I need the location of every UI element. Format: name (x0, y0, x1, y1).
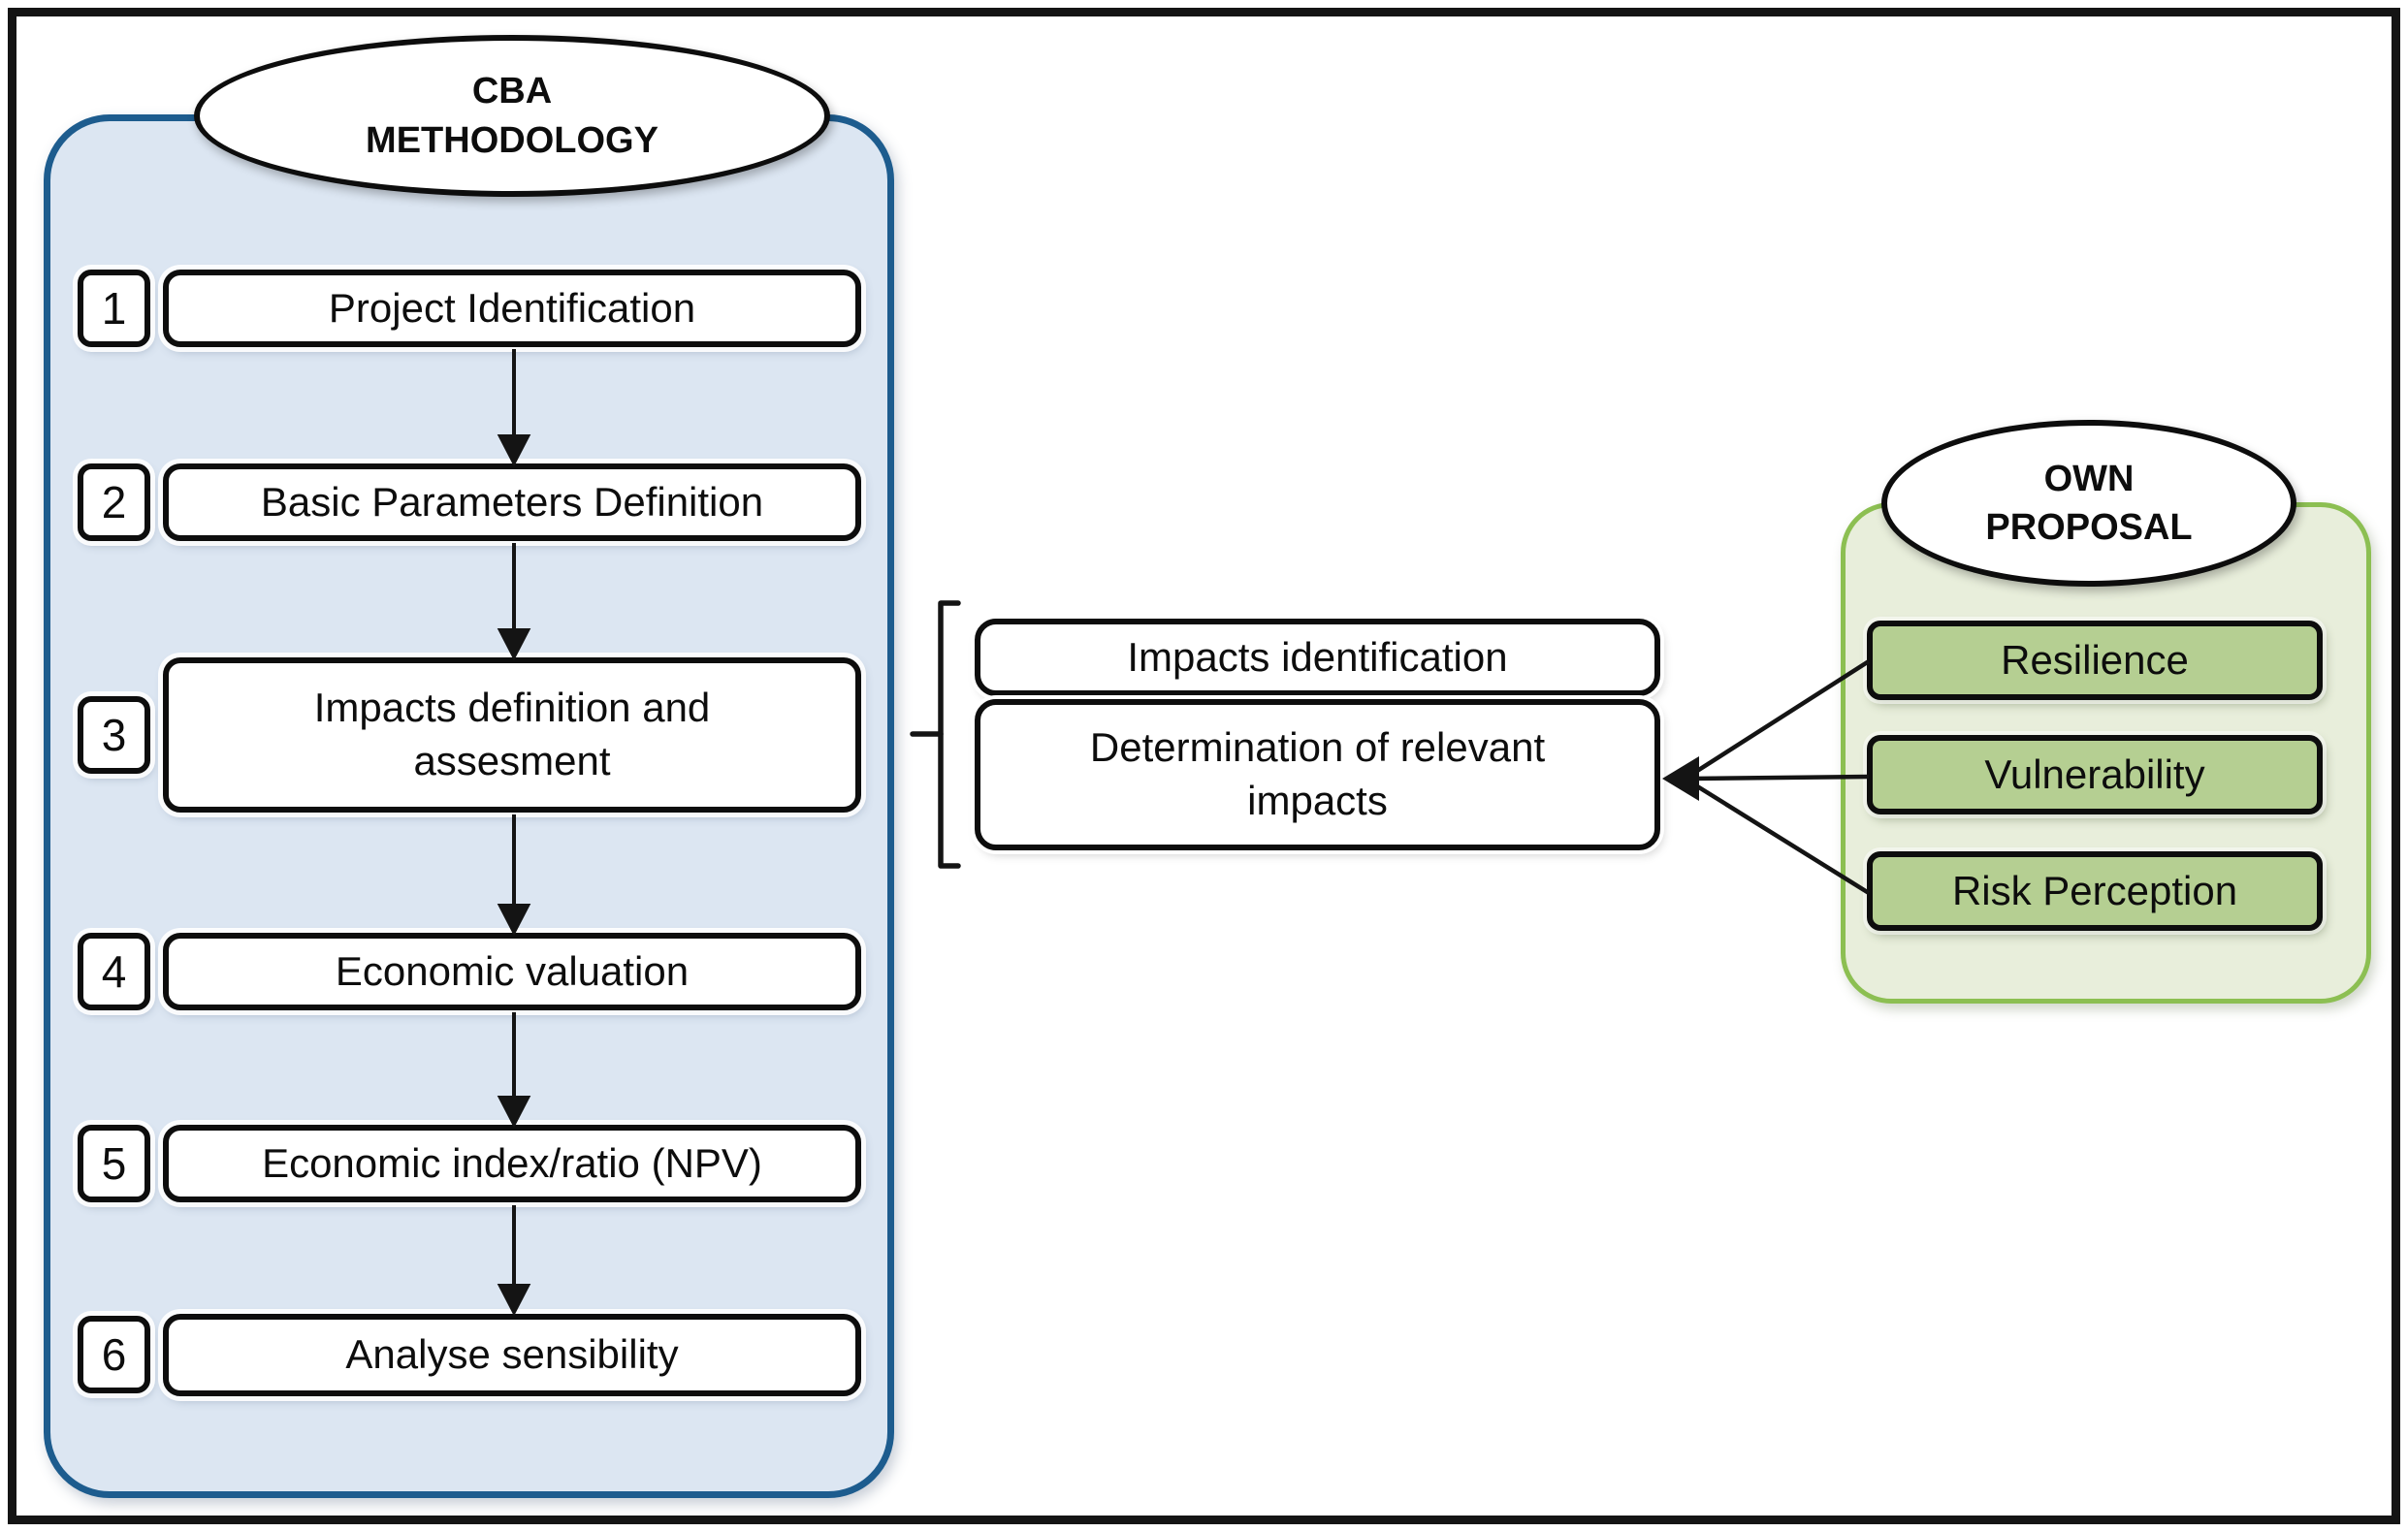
step-6-number-box: 6 (78, 1316, 150, 1393)
risk-perception-box: Risk Perception (1867, 851, 2323, 931)
step-2-box: Basic Parameters Definition (163, 463, 861, 541)
step-2-number-box: 2 (78, 463, 150, 541)
step-3-number: 3 (101, 710, 127, 760)
determination-relevant-impacts-box: Determination of relevant impacts (975, 699, 1660, 850)
step-5-number-box: 5 (78, 1125, 150, 1202)
step-4-box: Economic valuation (163, 933, 861, 1010)
step-2-number: 2 (101, 477, 127, 527)
vulnerability-box: Vulnerability (1867, 735, 2323, 814)
step-1-number-box: 1 (78, 270, 150, 347)
step-1-box: Project Identification (163, 270, 861, 347)
determination-relevant-impacts-label: Determination of relevant impacts (1089, 724, 1546, 823)
proposal-title-line2: PROPOSAL (1985, 507, 2193, 548)
step-1-number: 1 (101, 283, 127, 334)
resilience-label: Resilience (2001, 637, 2189, 683)
cba-methodology-ellipse: CBA METHODOLOGY (194, 35, 830, 197)
cba-title-line2: METHODOLOGY (366, 119, 658, 161)
step-4-number: 4 (101, 946, 127, 997)
risk-perception-label: Risk Perception (1951, 868, 2238, 913)
step-4-label: Economic valuation (335, 947, 690, 994)
vulnerability-label: Vulnerability (1984, 751, 2205, 797)
cba-title-line1: CBA (471, 71, 553, 112)
own-proposal-ellipse: OWN PROPOSAL (1881, 420, 2296, 587)
step-6-box: Analyse sensibility (163, 1314, 861, 1396)
outer-frame (8, 8, 2400, 1524)
step-6-number: 6 (101, 1329, 127, 1380)
step-1-label: Project Identification (328, 284, 696, 331)
impacts-identification-label: Impacts identification (1127, 633, 1508, 680)
step-3-number-box: 3 (78, 696, 150, 774)
step-3-box: Impacts definition and assesment (163, 657, 861, 813)
resilience-box: Resilience (1867, 621, 2323, 700)
proposal-title-line1: OWN (2043, 458, 2135, 499)
step-5-label: Economic index/ratio (NPV) (262, 1139, 762, 1186)
step-4-number-box: 4 (78, 933, 150, 1010)
impacts-identification-box: Impacts identification (975, 619, 1660, 696)
step-3-label: Impacts definition and assesment (313, 685, 711, 783)
step-5-number: 5 (101, 1138, 127, 1189)
step-6-label: Analyse sensibility (345, 1331, 679, 1378)
step-5-box: Economic index/ratio (NPV) (163, 1125, 861, 1202)
step-2-label: Basic Parameters Definition (260, 478, 764, 525)
